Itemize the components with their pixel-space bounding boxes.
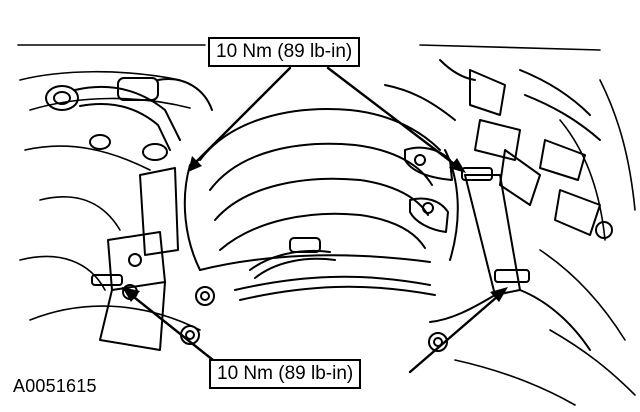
- arrow-top-right: [326, 66, 464, 172]
- arrow-top-left-head: [188, 156, 202, 172]
- arrow-bottom-right-head: [490, 287, 508, 302]
- torque-label-bottom: 10 Nm (89 lb-in): [209, 359, 362, 389]
- right-wiring-harness: [384, 59, 613, 239]
- arrow-top-left: [188, 66, 292, 170]
- figure-id: A0051615: [13, 376, 97, 396]
- arrow-bottom-right: [408, 288, 507, 374]
- left-hose-assembly: [45, 77, 213, 161]
- callout-arrows: [122, 66, 508, 374]
- right-fuel-rail: [429, 167, 591, 351]
- torque-label-top: 10 Nm (89 lb-in): [208, 37, 361, 67]
- fuel-lines: [234, 237, 436, 301]
- throttle-body-bracket: [91, 167, 179, 351]
- engine-bay-background: [17, 44, 636, 406]
- arrow-bottom-left: [123, 288, 230, 374]
- arrow-bottom-left-head: [122, 287, 140, 302]
- arrow-top-right-head: [449, 158, 466, 173]
- intake-manifold: [183, 108, 459, 271]
